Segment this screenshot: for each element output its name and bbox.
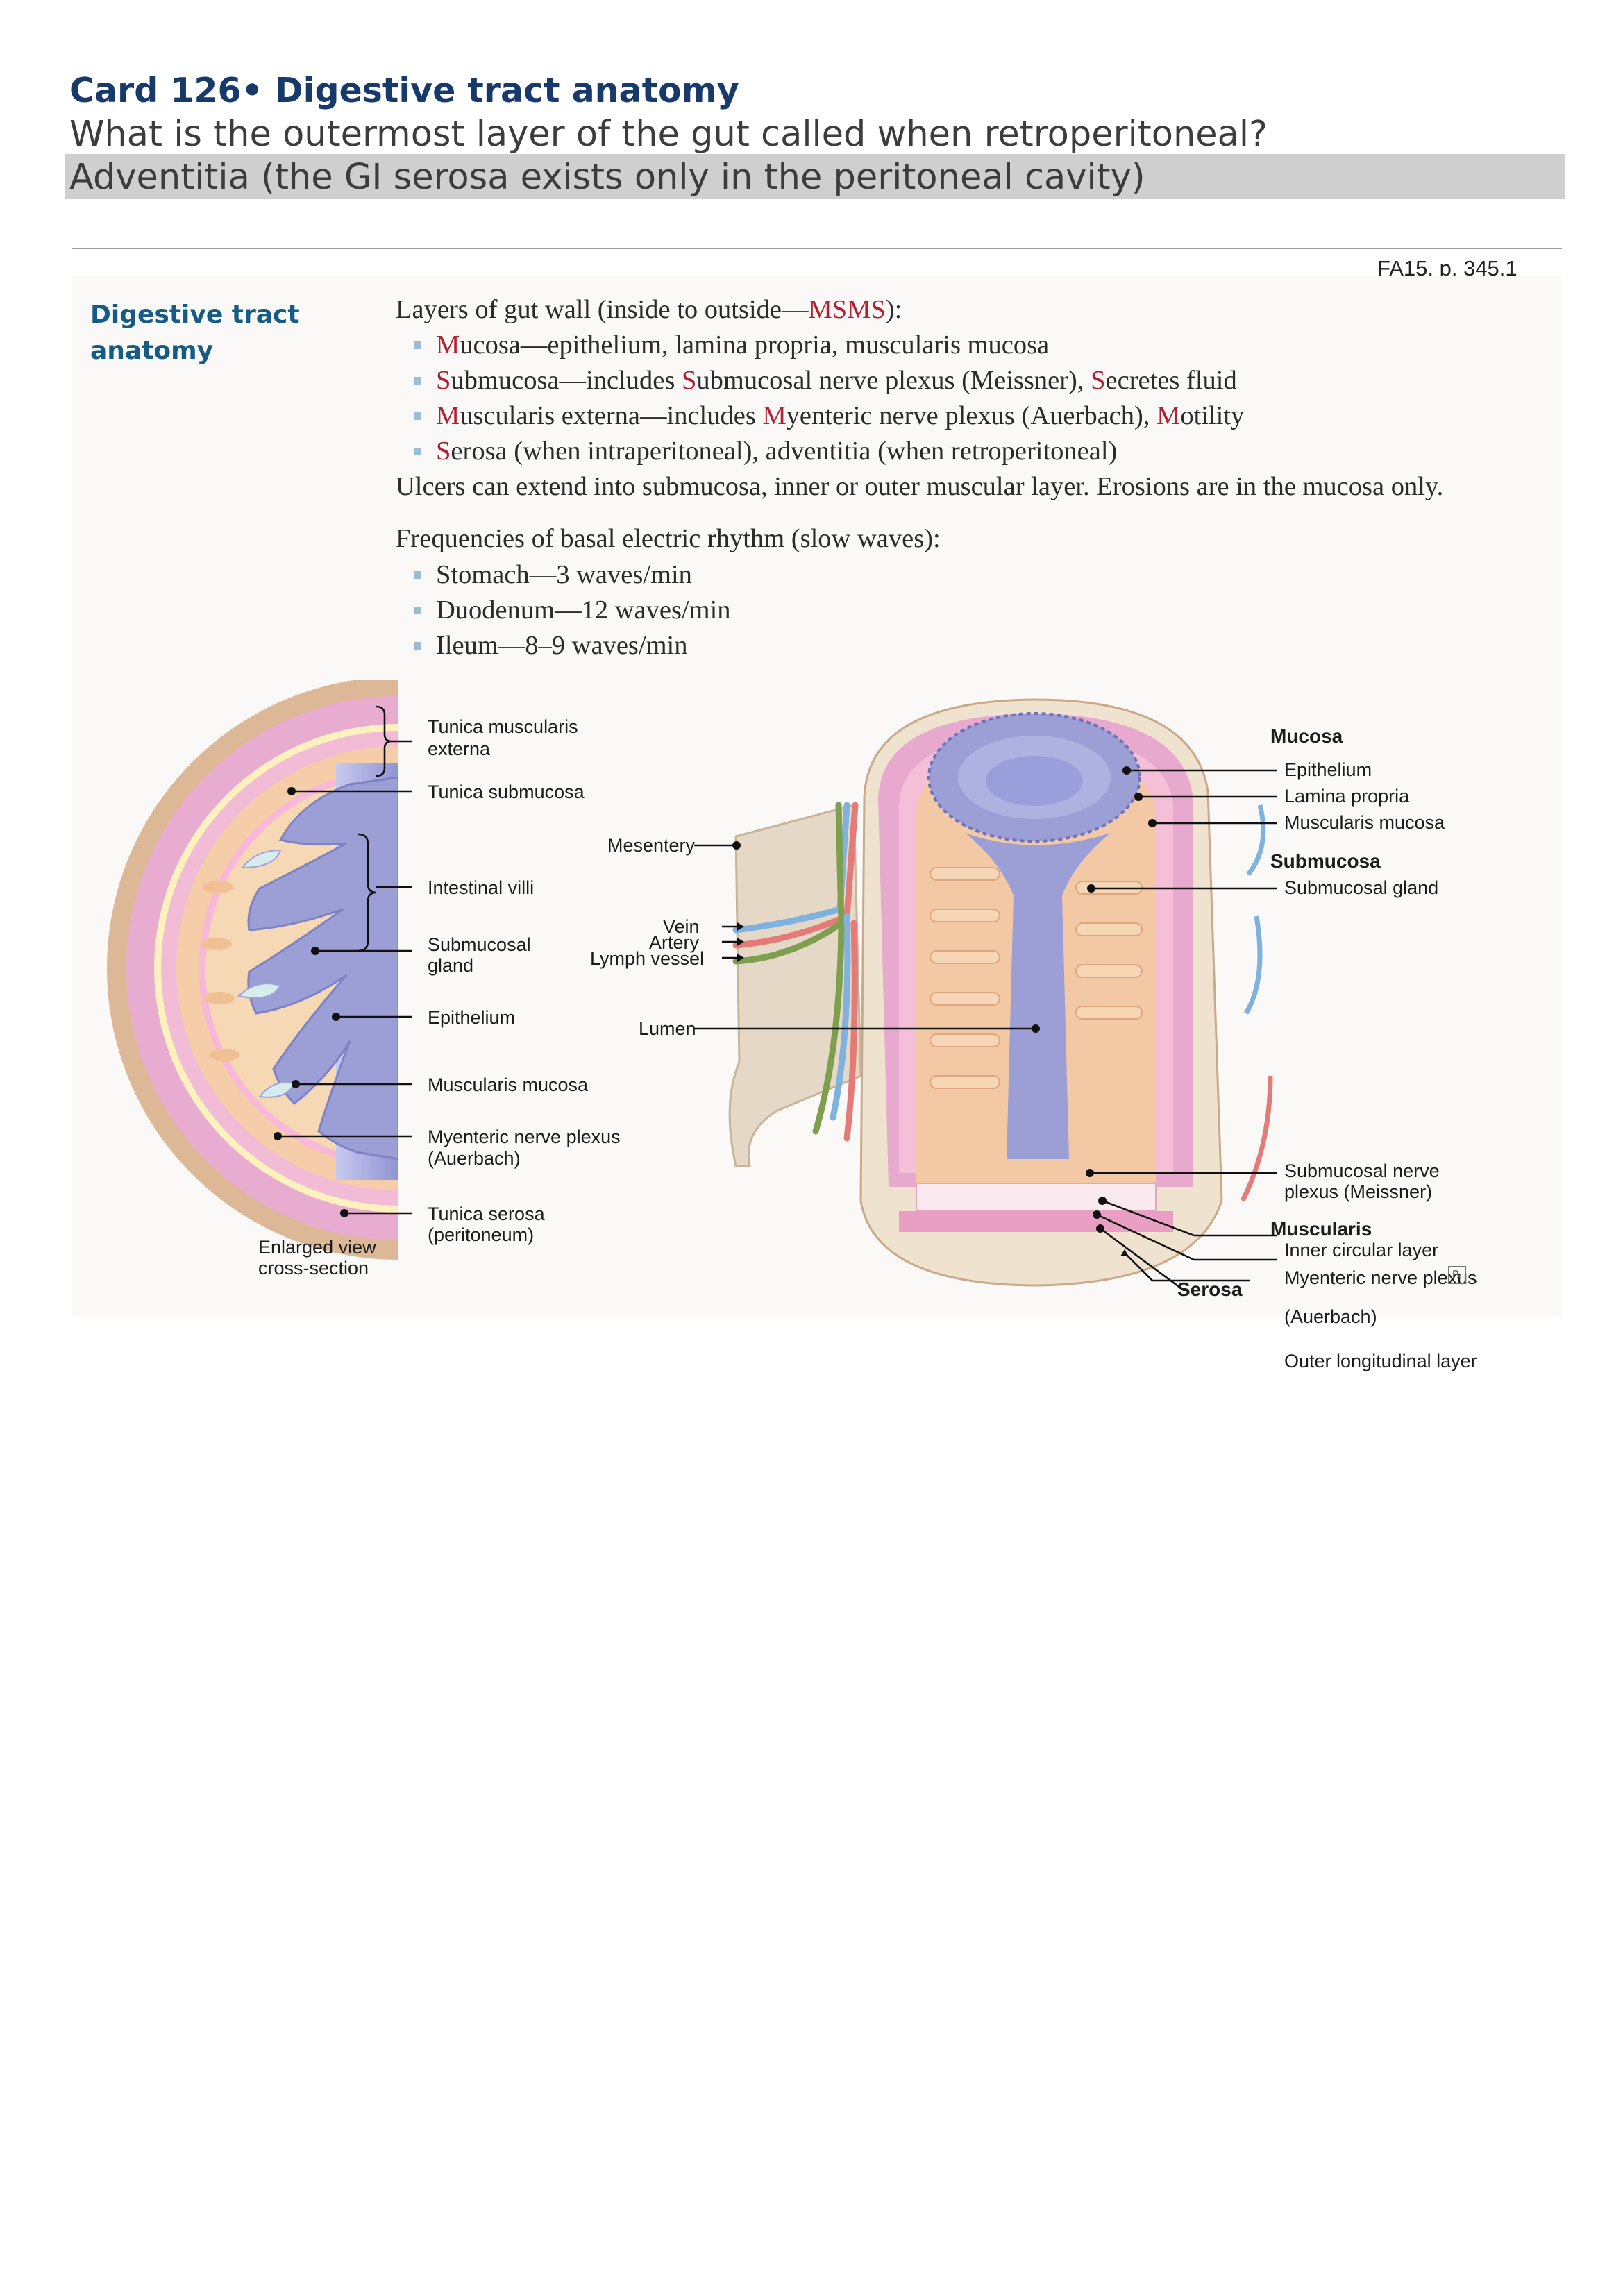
- rx-icon: ℞: [1448, 1266, 1466, 1284]
- frequencies-intro: Frequencies of basal electric rhythm (sl…: [396, 524, 941, 553]
- label-tunica-muscularis-2: externa: [428, 738, 491, 759]
- label-inner-circular: Inner circular layer: [1284, 1240, 1438, 1260]
- label-mesentery: Mesentery: [607, 835, 696, 856]
- label-submucosa: Submucosa: [1270, 850, 1381, 872]
- card-question: What is the outermost layer of the gut c…: [69, 114, 1268, 155]
- ulcers-note: Ulcers can extend into submucosa, inner …: [396, 472, 1444, 501]
- label-artery: Artery: [649, 932, 700, 953]
- bullet-icon: [414, 412, 421, 420]
- label-serosa: Serosa: [1177, 1278, 1243, 1300]
- muscle-band: [899, 1211, 1173, 1232]
- submucosal-plexus-band: [916, 1159, 1156, 1183]
- label-tunica-muscularis: Tunica muscularis: [428, 716, 578, 737]
- layers-intro: Layers of gut wall (inside to outside—MS…: [396, 295, 902, 324]
- villi-folds: [930, 867, 1143, 1089]
- card-answer: Adventitia (the GI serosa exists only in…: [69, 157, 1145, 198]
- label-epithelium: Epithelium: [428, 1007, 515, 1028]
- label-intestinal-villi: Intestinal villi: [428, 877, 534, 898]
- label-lamina-propria: Lamina propria: [1284, 786, 1410, 807]
- lumen-core: [965, 833, 1111, 1159]
- label-myenteric-plexus: Myenteric nerve plexus: [1284, 1267, 1477, 1288]
- label-epithelium: Epithelium: [1284, 759, 1372, 780]
- section-heading-line1: Digestive tract: [90, 301, 300, 329]
- section-heading: Digestive tract anatomy: [90, 297, 300, 369]
- cross-section-figure: Tunica muscularis externa Tunica submuco…: [107, 680, 621, 1278]
- layer-item-submucosa: Submucosa—includes Submucosal nerve plex…: [436, 366, 1237, 395]
- caption-cross-section: cross-section: [258, 1258, 369, 1278]
- bullet-icon: [414, 607, 421, 614]
- mnemonic-msms: MSMS: [808, 295, 886, 324]
- bullet-icon: [414, 642, 421, 650]
- layer-item-muscularis: Muscularis externa—includes Myenteric ne…: [436, 401, 1245, 430]
- layer-item-mucosa: Mucosa—epithelium, lamina propria, muscu…: [436, 330, 1050, 360]
- vessels: [732, 802, 859, 1142]
- layer-item-serosa: Serosa (when intraperitoneal), adventiti…: [436, 437, 1118, 466]
- label-vein: Vein: [663, 916, 700, 937]
- label-submucosal-plexus-2: plexus (Meissner): [1284, 1181, 1432, 1202]
- frequency-item: Stomach—3 waves/min: [436, 560, 692, 589]
- divider-rule: [72, 248, 1562, 249]
- label-myenteric-plexus: Myenteric nerve plexus: [428, 1126, 621, 1147]
- label-tunica-submucosa: Tunica submucosa: [428, 782, 585, 802]
- label-lumen: Lumen: [639, 1018, 696, 1039]
- label-myenteric-plexus-2: (Auerbach): [428, 1148, 521, 1169]
- frequency-item: Duodenum—12 waves/min: [436, 596, 731, 625]
- section-heading-line2: anatomy: [90, 337, 214, 365]
- label-myenteric-plexus-2: (Auerbach): [1284, 1306, 1377, 1327]
- label-tunica-serosa: Tunica serosa: [428, 1204, 546, 1224]
- frequency-item: Ileum—8–9 waves/min: [436, 631, 688, 660]
- submucosal-gland-lobules: [201, 881, 240, 1061]
- label-submucosal-gland: Submucosal: [428, 934, 531, 955]
- crypt-glands: [237, 849, 296, 1098]
- label-outer-longitudinal: Outer longitudinal layer: [1284, 1351, 1477, 1371]
- answer-highlight: [65, 154, 1565, 199]
- caption-enlarged-view: Enlarged view: [258, 1237, 376, 1258]
- bullet-icon: [414, 341, 421, 349]
- label-muscularis-mucosa: Muscularis mucosa: [428, 1074, 589, 1095]
- card-title: Card 126• Digestive tract anatomy: [69, 71, 739, 110]
- label-submucosal-gland-2: gland: [428, 955, 473, 976]
- label-muscularis-mucosa: Muscularis mucosa: [1284, 812, 1445, 833]
- bullet-icon: [414, 571, 421, 579]
- bullet-icon: [414, 448, 421, 455]
- gut-segment-figure: Mesentery Vein Artery Lymph vessel Lumen…: [590, 698, 1477, 1291]
- label-mucosa: Mucosa: [1270, 725, 1343, 747]
- label-submucosal-gland: Submucosal gland: [1284, 877, 1438, 898]
- label-submucosal-plexus: Submucosal nerve: [1284, 1160, 1440, 1181]
- bullet-icon: [414, 377, 421, 385]
- label-lymph-vessel: Lymph vessel: [590, 948, 704, 969]
- label-tunica-serosa-2: (peritoneum): [428, 1224, 534, 1245]
- label-muscularis: Muscularis: [1270, 1218, 1372, 1240]
